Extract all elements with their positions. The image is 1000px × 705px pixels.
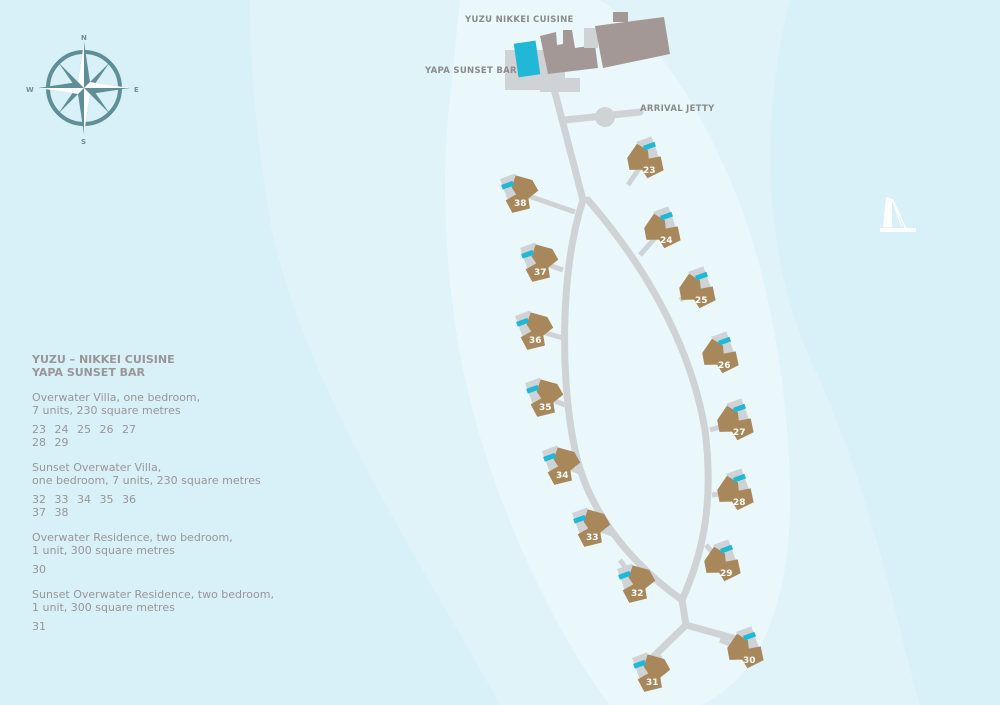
legend-desc-line: Overwater Residence, two bedroom, xyxy=(32,531,233,544)
villa-number: 35 xyxy=(539,403,552,413)
villa-28[interactable]: 28 xyxy=(711,468,756,515)
villa-pool xyxy=(718,336,732,346)
villa-number: 25 xyxy=(695,296,708,306)
villa-pool xyxy=(501,180,515,190)
compass-rose-icon: N E S W xyxy=(26,34,139,146)
villa-pool xyxy=(573,514,587,524)
back-of-house-building xyxy=(595,17,670,68)
villa-pool xyxy=(643,141,657,151)
villa-25[interactable]: 25 xyxy=(673,266,718,313)
villa-23[interactable]: 23 xyxy=(621,136,666,183)
legend: YUZU – NIKKEI CUISINE YAPA SUNSET BAR Ov… xyxy=(32,353,292,633)
villa-38[interactable]: 38 xyxy=(498,168,543,215)
villa-26[interactable]: 26 xyxy=(696,331,741,378)
legend-desc-line: 1 unit, 300 square metres xyxy=(32,601,175,614)
main-building-complex xyxy=(505,12,670,92)
east-walkway xyxy=(584,196,712,604)
villa-number: 29 xyxy=(720,569,733,579)
legend-desc-line: Sunset Overwater Residence, two bedroom, xyxy=(32,588,274,601)
legend-numbers-line: 23 24 25 26 27 xyxy=(32,423,136,436)
villa-pool xyxy=(660,211,674,221)
legend-villa-numbers: 30 xyxy=(32,563,292,576)
villa-pool xyxy=(633,659,647,669)
jetty-platform xyxy=(595,107,615,127)
villa-pool xyxy=(695,271,709,281)
villa-34[interactable]: 34 xyxy=(540,440,585,487)
villa-pool xyxy=(516,317,530,327)
legend-desc-line: Sunset Overwater Villa, xyxy=(32,461,162,474)
villa-35[interactable]: 35 xyxy=(523,372,568,419)
legend-desc-line: Overwater Villa, one bedroom, xyxy=(32,391,201,404)
villa-number: 32 xyxy=(631,589,644,599)
yapa-pool xyxy=(513,40,541,78)
villa-number: 37 xyxy=(534,268,547,278)
villa-pool xyxy=(521,249,535,259)
villa-number: 34 xyxy=(556,471,569,481)
walkway-30 xyxy=(682,621,744,644)
walkways xyxy=(549,81,744,664)
legend-heading-restaurant: YUZU – NIKKEI CUISINE xyxy=(32,353,175,366)
yapa-sunset-bar-label: YAPA SUNSET BAR xyxy=(425,66,517,76)
villa-number: 38 xyxy=(514,199,527,209)
legend-numbers-line: 37 38 xyxy=(32,506,69,519)
villa-pool xyxy=(743,631,757,641)
legend-group: Sunset Overwater Residence, two bedroom,… xyxy=(32,588,292,633)
villa-pool xyxy=(733,403,747,413)
legend-numbers-line: 30 xyxy=(32,563,46,576)
villa-31[interactable]: 31 xyxy=(630,647,675,694)
west-walkway xyxy=(561,196,686,604)
legend-description: Sunset Overwater Residence, two bedroom,… xyxy=(32,588,292,614)
villa-36[interactable]: 36 xyxy=(513,305,558,352)
legend-group: Overwater Villa, one bedroom,7 units, 23… xyxy=(32,391,292,449)
compass-s: S xyxy=(81,138,86,146)
villa-27[interactable]: 27 xyxy=(711,398,756,445)
villa-number: 33 xyxy=(586,533,599,543)
main-walkway xyxy=(549,81,587,204)
legend-group: Overwater Residence, two bedroom,1 unit,… xyxy=(32,531,292,576)
legend-group: Sunset Overwater Villa,one bedroom, 7 un… xyxy=(32,461,292,519)
villa-pool xyxy=(733,473,747,483)
legend-description: Sunset Overwater Villa,one bedroom, 7 un… xyxy=(32,461,292,487)
villa-37[interactable]: 37 xyxy=(518,237,563,284)
villa-29[interactable]: 29 xyxy=(698,539,743,586)
legend-description: Overwater Villa, one bedroom,7 units, 23… xyxy=(32,391,292,417)
legend-desc-line: 1 unit, 300 square metres xyxy=(32,544,175,557)
villa-number: 27 xyxy=(733,428,746,438)
arrival-jetty-label: ARRIVAL JETTY xyxy=(640,104,715,114)
villa-24[interactable]: 24 xyxy=(638,206,683,253)
villa-30[interactable]: 30 xyxy=(721,626,766,673)
villa-pool xyxy=(618,570,632,580)
legend-description: Overwater Residence, two bedroom,1 unit,… xyxy=(32,531,292,557)
yuzu-restaurant-building xyxy=(540,30,598,74)
compass-e: E xyxy=(134,86,139,94)
villa-33[interactable]: 33 xyxy=(570,502,615,549)
villa-number: 28 xyxy=(733,498,746,508)
legend-heading-bar: YAPA SUNSET BAR xyxy=(32,366,146,379)
villa-number: 36 xyxy=(529,336,542,346)
legend-numbers-line: 32 33 34 35 36 xyxy=(32,493,136,506)
villa-pool xyxy=(720,544,734,554)
villa-pool xyxy=(526,384,540,394)
villa-number: 23 xyxy=(643,166,656,176)
legend-desc-line: one bedroom, 7 units, 230 square metres xyxy=(32,474,261,487)
legend-numbers-line: 31 xyxy=(32,620,46,633)
villa-number: 26 xyxy=(718,361,731,371)
legend-villa-numbers: 31 xyxy=(32,620,292,633)
legend-numbers-line: 28 29 xyxy=(32,436,69,449)
sailboat-icon xyxy=(880,197,916,232)
villa-pool xyxy=(543,452,557,462)
compass-n: N xyxy=(81,34,87,42)
yuzu-nikkei-cuisine-label: YUZU NIKKEI CUISINE xyxy=(465,15,574,25)
legend-desc-line: 7 units, 230 square metres xyxy=(32,404,181,417)
villa-number: 24 xyxy=(660,236,673,246)
villa-32[interactable]: 32 xyxy=(615,558,660,605)
villa-number: 31 xyxy=(646,678,659,688)
compass-w: W xyxy=(26,86,34,94)
villa-number: 30 xyxy=(743,656,756,666)
